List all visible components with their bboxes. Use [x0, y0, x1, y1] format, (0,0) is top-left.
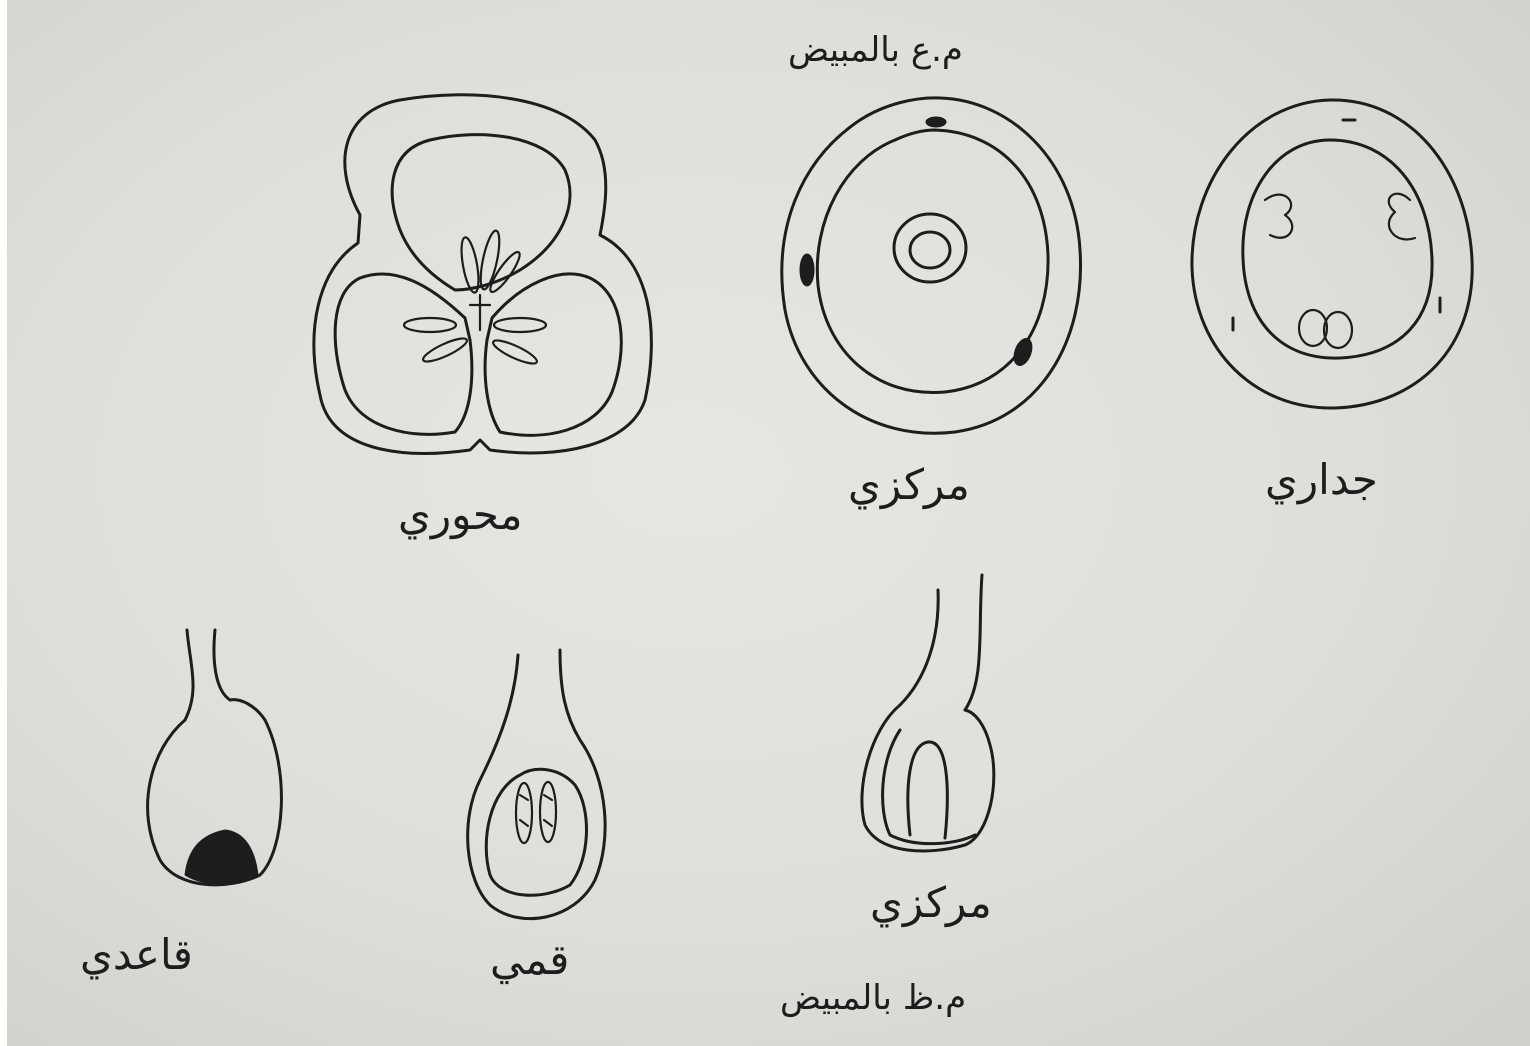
parietal-outer-wall — [1192, 100, 1472, 408]
basal-ovary-diagram — [148, 630, 282, 885]
axile-outer-wall — [314, 95, 651, 454]
central-lower-column — [908, 742, 947, 838]
parietal-ovule-left — [1299, 310, 1327, 346]
axile-ovules — [404, 229, 546, 367]
central-column-inner — [910, 232, 950, 268]
label-placentation-bottom-note: م.ظ بالمبيض — [780, 978, 966, 1018]
free-central-ovary-diagram — [782, 98, 1081, 433]
axile-ovary-diagram — [314, 95, 651, 454]
label-placentation-top-note: م.ع بالمبيض — [788, 30, 963, 70]
apical-inner — [486, 769, 586, 895]
apical-outer — [468, 650, 605, 919]
apical-ovary-diagram — [468, 650, 605, 919]
central-mark-left — [800, 254, 814, 286]
parietal-ovary-diagram — [1192, 100, 1472, 408]
parietal-placenta-left — [1265, 195, 1292, 238]
central-mark-right — [1011, 336, 1036, 368]
central-mark-top — [926, 117, 946, 127]
label-parietal: جداري — [1265, 455, 1378, 504]
label-free-central: مركزي — [848, 460, 970, 509]
apical-ovule-left — [516, 783, 532, 843]
central-lower-inner-wall — [883, 730, 975, 844]
label-central-lower: مركزي — [870, 878, 992, 927]
central-lower-ovary-diagram — [862, 575, 994, 851]
central-column-outer — [894, 214, 966, 282]
parietal-inner-locule — [1243, 140, 1432, 358]
apical-ovule-right — [540, 782, 556, 842]
label-axile: محوري — [398, 490, 522, 539]
label-apical: قمي — [490, 935, 569, 984]
parietal-placenta-right — [1389, 194, 1415, 240]
central-outer-wall — [782, 98, 1081, 433]
central-lower-wall — [862, 705, 994, 851]
label-basal: قاعدي — [80, 930, 193, 979]
central-lower-stalk — [900, 575, 982, 710]
central-inner-locule — [817, 130, 1048, 393]
parietal-ovule-right — [1324, 312, 1352, 348]
basal-style — [185, 630, 230, 720]
basal-ovule — [185, 830, 258, 884]
